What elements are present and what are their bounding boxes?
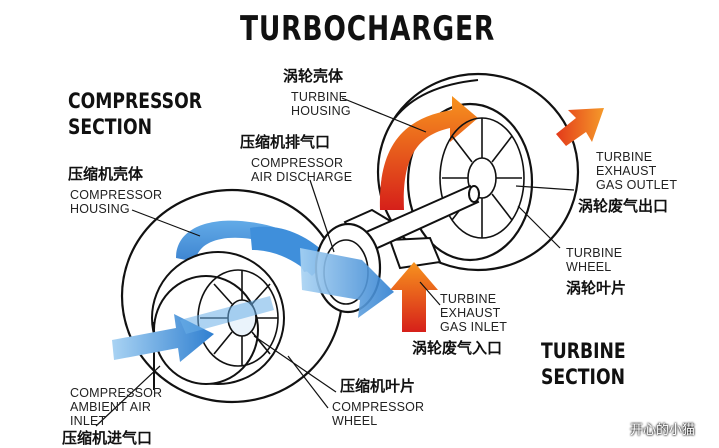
- turbine-housing-label-en2: HOUSING: [291, 104, 351, 118]
- turbine-housing-label-en1: TURBINE: [291, 90, 348, 104]
- ambient-air-inlet-label-en1: COMPRESSOR: [70, 386, 163, 400]
- turbine-exhaust-inlet-label-en1: TURBINE: [440, 292, 497, 306]
- turbine-exhaust-inlet-label-en3: GAS INLET: [440, 320, 508, 334]
- compressor-section-line1: COMPRESSOR: [68, 89, 202, 113]
- turbine-section-line1: TURBINE: [541, 339, 626, 363]
- turbine-exhaust-outlet-label-en1: TURBINE: [596, 150, 653, 164]
- watermark-text: 开心的小猫: [630, 423, 696, 438]
- exhaust-outlet-arrow: [556, 108, 604, 146]
- turbine-exhaust-inlet-label-zh: 涡轮废气入口: [412, 339, 503, 357]
- turbine-section-line2: SECTION: [541, 365, 626, 389]
- turbine-exhaust-inlet-label-en2: EXHAUST: [440, 306, 501, 320]
- compressor-housing-label-en1: COMPRESSOR: [70, 188, 163, 202]
- ambient-air-inlet-label-en2: AMBIENT AIR: [70, 400, 152, 414]
- compressor-wheel-label-zh: 压缩机叶片: [340, 377, 416, 395]
- compressor-housing-label-zh: 压缩机壳体: [68, 165, 144, 183]
- exhaust-inlet-arrow: [390, 262, 438, 332]
- compressor-housing-label-en2: HOUSING: [70, 202, 130, 216]
- turbine-wheel-label-en2: WHEEL: [566, 260, 612, 274]
- turbine-exhaust-outlet-label-en3: GAS OUTLET: [596, 178, 678, 192]
- compressor-wheel-label-en2: WHEEL: [332, 414, 378, 428]
- compressor-section-line2: SECTION: [68, 115, 153, 139]
- ambient-air-inlet-label-zh: 压缩机进气口: [62, 429, 153, 447]
- turbine-exhaust-outlet-label-zh: 涡轮废气出口: [578, 197, 669, 215]
- compressor-air-discharge-label-en2: AIR DISCHARGE: [251, 170, 353, 184]
- ambient-air-inlet-label-en3: INLET: [70, 414, 107, 428]
- compressor-air-discharge-label-en1: COMPRESSOR: [251, 156, 344, 170]
- compressor-discharge-duct: [250, 222, 394, 318]
- intake-flow-stream: [180, 296, 274, 334]
- turbine-exhaust-swirl: [379, 96, 478, 210]
- leader-lines: [95, 97, 575, 427]
- compressor-air-discharge-label-zh: 压缩机排气口: [240, 133, 331, 151]
- diagram-title: TURBOCHARGER: [240, 9, 496, 49]
- compressor-wheel-label-en1: COMPRESSOR: [332, 400, 425, 414]
- turbine-wheel-label-zh: 涡轮叶片: [566, 279, 627, 297]
- turbine-housing-label-zh: 涡轮壳体: [283, 67, 344, 85]
- turbine-wheel-label-en1: TURBINE: [566, 246, 623, 260]
- turbine-exhaust-outlet-label-en2: EXHAUST: [596, 164, 657, 178]
